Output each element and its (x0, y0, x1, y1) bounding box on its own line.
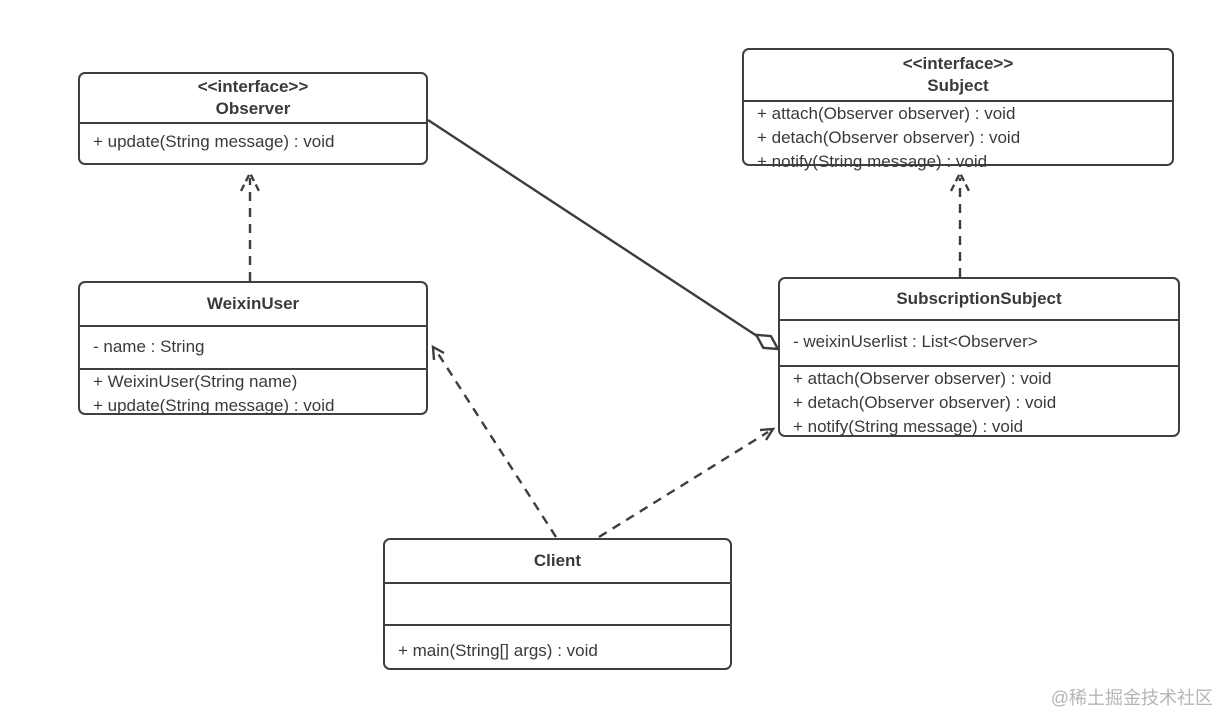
client-method-main: + main(String[] args) : void (398, 641, 598, 660)
subject-stereotype: <<interface>> (902, 54, 1014, 73)
observer-method-update: + update(String message) : void (93, 132, 335, 151)
weixinuser-name: WeixinUser (206, 294, 300, 313)
open-arrowhead-icon (759, 427, 776, 441)
class-box-weixinuser: WeixinUser - name : String + WeixinUser(… (78, 281, 428, 415)
subscriptionsubject-header: SubscriptionSubject (780, 279, 1178, 321)
client-name: Client (533, 551, 582, 570)
client-methods: + main(String[] args) : void (385, 626, 730, 668)
observer-header: <<interface>> Observer (80, 74, 426, 124)
observer-stereotype: <<interface>> (197, 77, 309, 96)
weixinuser-methods: + WeixinUser(String name) + update(Strin… (80, 370, 426, 415)
subscriptionsubject-method-detach: + detach(Observer observer) : void (793, 393, 1057, 412)
observer-methods: + update(String message) : void (80, 124, 426, 163)
subscriptionsubject-name: SubscriptionSubject (896, 289, 1062, 308)
subscriptionsubject-fields: - weixinUserlist : List<Observer> (780, 321, 1178, 367)
subject-header: <<interface>> Subject (744, 50, 1172, 102)
dependency-arrow-client-subscriptionsubject (598, 427, 776, 539)
subscriptionsubject-method-notify: + notify(String message) : void (793, 417, 1024, 436)
subject-method-notify: + notify(String message) : void (757, 152, 988, 171)
realization-arrow-weixinuser-observer (239, 170, 261, 281)
weixinuser-method-constructor: + WeixinUser(String name) (93, 372, 298, 391)
weixinuser-header: WeixinUser (80, 283, 426, 327)
client-fields-empty (385, 584, 730, 626)
open-arrowhead-icon (431, 344, 445, 361)
subject-methods: + attach(Observer observer) : void + det… (744, 102, 1172, 171)
subject-method-detach: + detach(Observer observer) : void (757, 128, 1021, 147)
subscriptionsubject-methods: + attach(Observer observer) : void + det… (780, 367, 1178, 436)
weixinuser-fields: - name : String (80, 327, 426, 370)
subject-method-attach: + attach(Observer observer) : void (757, 104, 1016, 123)
class-box-observer: <<interface>> Observer + update(String m… (78, 72, 428, 165)
watermark: @稀土掘金技术社区 (1050, 688, 1213, 708)
observer-name: Observer (215, 99, 291, 118)
weixinuser-field-name: - name : String (93, 337, 205, 356)
dependency-arrow-client-weixinuser (431, 344, 558, 538)
class-box-client: Client + main(String[] args) : void (383, 538, 732, 670)
subject-name: Subject (927, 76, 989, 95)
open-arrowhead-icon (239, 170, 261, 192)
class-box-subject: <<interface>> Subject + attach(Observer … (742, 48, 1174, 171)
aggregation-line-observer-subscriptionsubject (427, 118, 781, 351)
subscriptionsubject-method-attach: + attach(Observer observer) : void (793, 369, 1052, 388)
hollow-diamond-icon (754, 333, 781, 351)
class-box-subscriptionsubject: SubscriptionSubject - weixinUserlist : L… (778, 277, 1180, 437)
realization-arrow-subscriptionsubject-subject (949, 170, 971, 277)
open-arrowhead-icon (949, 170, 971, 192)
subscriptionsubject-field-weixinuserlist: - weixinUserlist : List<Observer> (793, 332, 1038, 351)
weixinuser-method-update: + update(String message) : void (93, 396, 335, 415)
client-header: Client (385, 540, 730, 584)
